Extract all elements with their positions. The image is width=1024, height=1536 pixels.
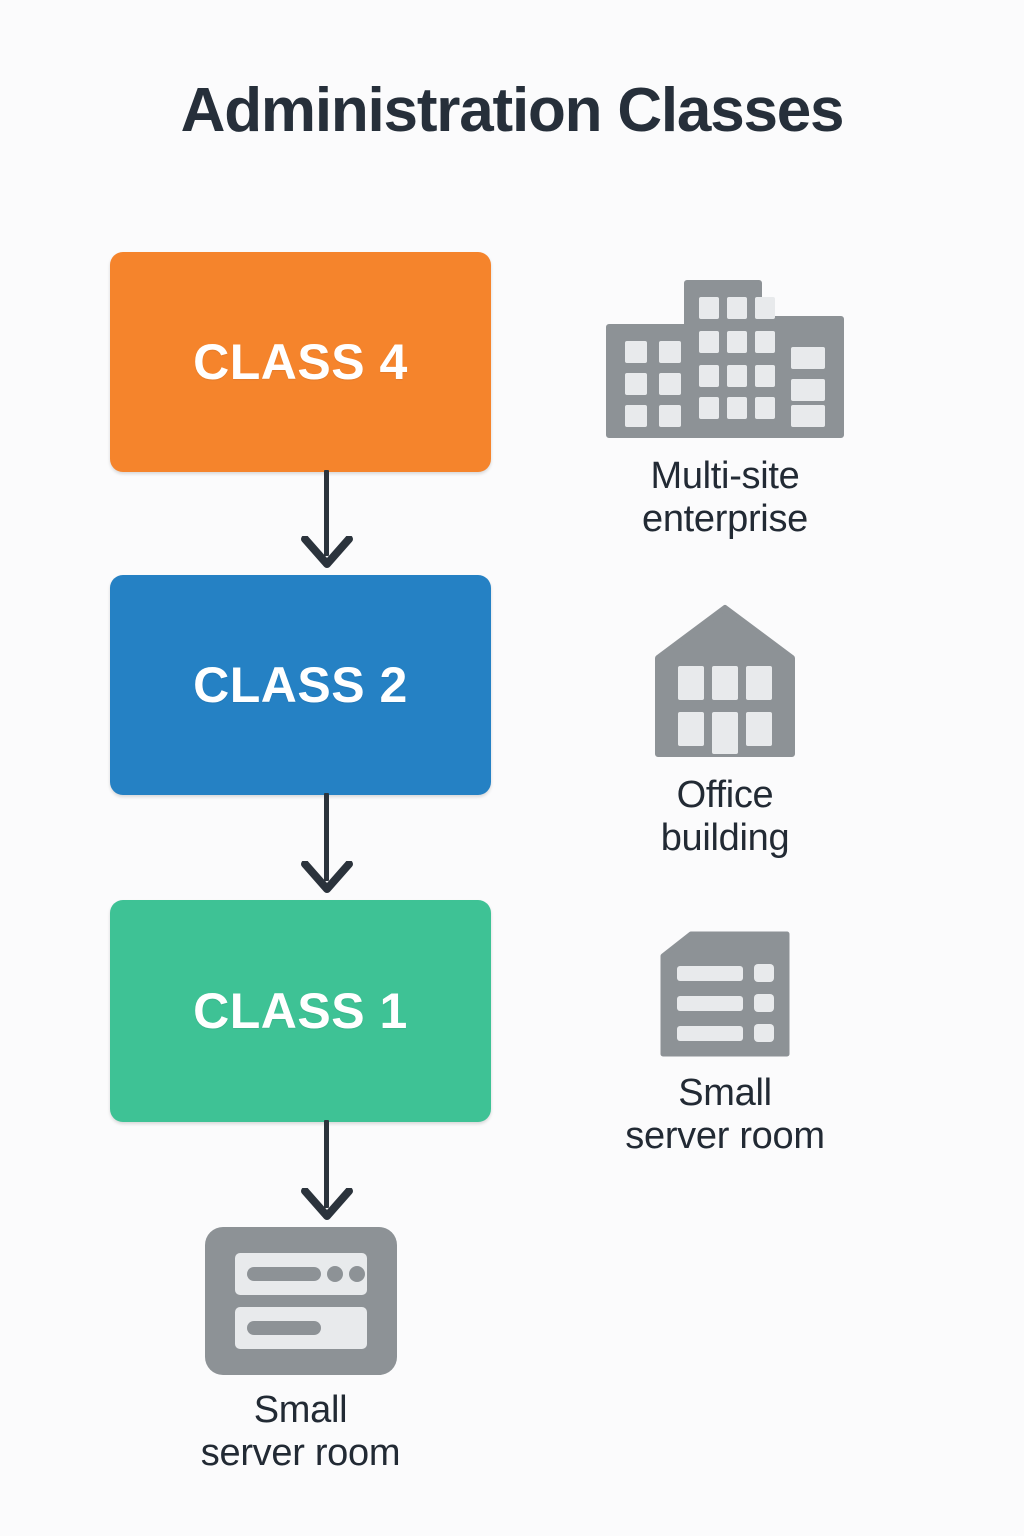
flow-arrow-3 [301, 1120, 353, 1228]
class-box-2[interactable]: CLASS 2 [110, 575, 491, 795]
class-box-1[interactable]: CLASS 1 [110, 900, 491, 1122]
office-complex-icon [601, 275, 849, 443]
caption-line-2: server room [200, 1431, 401, 1474]
caption-line-2: enterprise [642, 497, 808, 540]
arrow-shaft [324, 793, 329, 881]
class-box-2-label: CLASS 2 [193, 657, 408, 713]
caption-line-2: server room [625, 1114, 825, 1157]
icon-group-office-building: Office building [560, 602, 890, 860]
class-box-1-label: CLASS 1 [193, 983, 408, 1039]
server-rack-icon [655, 928, 795, 1060]
flow-arrow-1 [301, 470, 353, 576]
icon-caption-small-server-room-bottom: Small server room [200, 1389, 401, 1475]
arrow-head-down-icon [301, 536, 353, 576]
arrow-head-down-icon [301, 861, 353, 901]
class-box-4-label: CLASS 4 [193, 334, 408, 390]
page-title: Administration Classes [180, 76, 845, 145]
caption-line-2: building [660, 816, 790, 859]
icon-caption-multi-site-enterprise: Multi-site enterprise [642, 455, 808, 541]
icon-group-multi-site-enterprise: Multi-site enterprise [560, 275, 890, 541]
class-box-4[interactable]: CLASS 4 [110, 252, 491, 472]
arrow-shaft [324, 1120, 329, 1208]
server-unit-icon [203, 1225, 399, 1377]
icon-caption-office-building: Office building [661, 774, 790, 860]
caption-line-1: Small [678, 1072, 772, 1114]
caption-line-1: Small [253, 1389, 348, 1431]
icon-group-small-server-room-bottom: Small server room [110, 1225, 491, 1475]
arrow-shaft [324, 470, 329, 556]
caption-line-1: Office [676, 774, 774, 816]
icon-caption-small-server-room: Small server room [625, 1072, 825, 1158]
caption-line-1: Multi-site [650, 455, 800, 497]
flow-arrow-2 [301, 793, 353, 901]
icon-group-small-server-room: Small server room [560, 928, 890, 1158]
arrow-head-down-icon [301, 1188, 353, 1228]
house-building-icon [650, 602, 800, 762]
